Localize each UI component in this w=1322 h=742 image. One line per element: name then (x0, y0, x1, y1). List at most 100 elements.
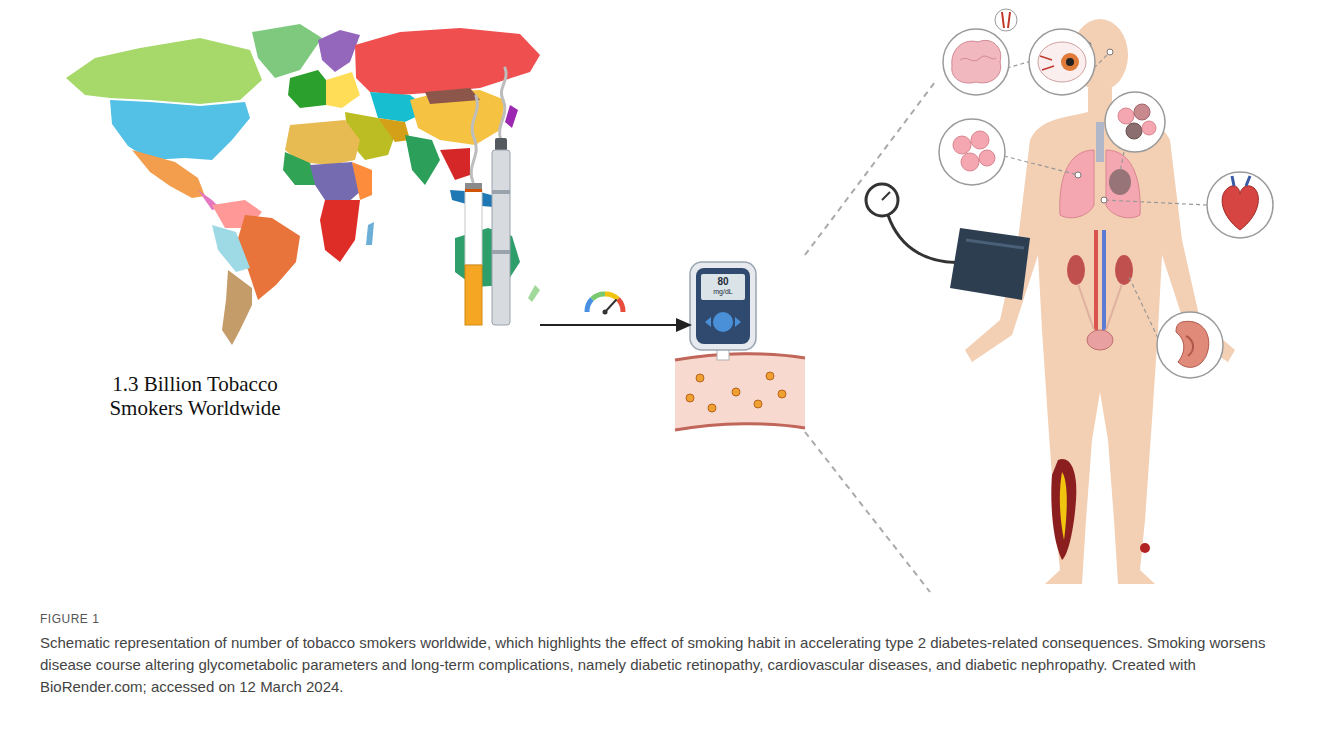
brain (952, 40, 1001, 83)
glucose-dot (708, 404, 716, 412)
brain-callout (943, 29, 1009, 95)
vessel-callout (995, 9, 1017, 31)
cigarette-filter (465, 265, 482, 325)
map-region (318, 30, 360, 72)
leader-line (1120, 152, 1124, 172)
glucometer-button (713, 312, 733, 332)
vena-cava (1102, 230, 1106, 330)
alveolus (1118, 108, 1134, 124)
organ-callouts (939, 9, 1273, 378)
map-region (222, 270, 252, 345)
cigarette-ash (465, 183, 482, 191)
vapour (500, 68, 507, 140)
leader-line (1104, 200, 1207, 205)
body-silhouette (965, 88, 1235, 584)
map-region (252, 24, 322, 78)
lung (1060, 150, 1094, 218)
kidney-section (1176, 321, 1209, 367)
vessel-wall (675, 354, 805, 360)
aorta (1094, 230, 1098, 330)
blood-pressure-monitor (866, 184, 1030, 300)
glucose-dot (766, 372, 774, 380)
projection-line (805, 432, 930, 592)
figure-caption: Schematic representation of number of to… (40, 632, 1290, 698)
glucometer-screen (701, 274, 745, 300)
alveolus (979, 150, 995, 166)
gauge-needle (882, 192, 890, 200)
group-title: 1.3 Billion Tobacco Smokers Worldwide (95, 372, 295, 420)
map-region (505, 105, 518, 128)
alveolus (971, 131, 989, 149)
glucose-dot (686, 394, 694, 402)
bladder (1087, 330, 1113, 350)
cuff-tube (888, 215, 965, 262)
glucose-dot (754, 400, 762, 408)
trachea (1096, 122, 1104, 162)
alveolus (1126, 123, 1142, 139)
ecig-band (492, 190, 510, 194)
kidney-callout (1157, 312, 1223, 378)
leader-dot (1101, 197, 1107, 203)
map-region (378, 118, 410, 142)
cigarette-ember (465, 189, 482, 192)
alveolus (1134, 104, 1150, 120)
ecig-band (492, 250, 510, 254)
iris (1061, 53, 1079, 71)
map-region (352, 162, 372, 200)
cuff-seam (966, 240, 1024, 248)
glucometer: 80mg/dL (690, 262, 756, 350)
projection-line (805, 82, 935, 255)
glucometer-face (696, 268, 750, 344)
cigarettes (465, 68, 510, 325)
heart (1222, 186, 1258, 230)
alveolus (961, 153, 979, 171)
pupil (1066, 58, 1074, 66)
ecig-mouthpiece (495, 138, 507, 151)
glucometer-device (690, 262, 756, 360)
gauge-hub (603, 310, 608, 315)
leader-dot (1075, 172, 1081, 178)
map-region (132, 150, 205, 198)
glucose-dot (696, 374, 704, 382)
blood-vessel (675, 354, 805, 430)
map-region (320, 200, 360, 262)
kidney (1067, 255, 1085, 285)
world-map (66, 24, 540, 345)
alveolus (1142, 121, 1156, 135)
glucose-unit: mg/dL (701, 288, 745, 296)
gauge-arc (587, 299, 592, 312)
cigarette-paper (465, 190, 482, 265)
glucose-dot (732, 388, 740, 396)
map-region (366, 222, 374, 245)
gauge-arc (605, 294, 618, 299)
pressure-gauge (866, 184, 898, 216)
alveoli-callout (1105, 92, 1165, 152)
leader-dot (1107, 49, 1113, 55)
map-region (425, 88, 480, 104)
glucometer-shell (690, 262, 756, 350)
glucometer-button (705, 317, 711, 327)
map-region (528, 285, 540, 302)
lung-lesion (1109, 169, 1131, 195)
map-region (440, 148, 470, 180)
gauge-arc (618, 299, 623, 312)
heart-vessel (1232, 176, 1250, 186)
glucometer-button (735, 317, 741, 327)
smoke (471, 96, 477, 182)
vessel-lumen (675, 354, 805, 430)
heart-callout (1207, 172, 1273, 238)
ureter (1106, 284, 1122, 330)
brain-fold (960, 56, 996, 61)
vessel-wall (675, 424, 805, 430)
map-region (212, 225, 250, 272)
map-region (288, 70, 330, 108)
retinal-vessel (1040, 56, 1054, 70)
map-region (326, 72, 360, 108)
renal-pelvis (1186, 336, 1193, 356)
lung (1106, 150, 1140, 218)
smokers-group: 1.3 Billion Tobacco Smokers Worldwide (50, 20, 540, 420)
glucose-dot (778, 390, 786, 398)
